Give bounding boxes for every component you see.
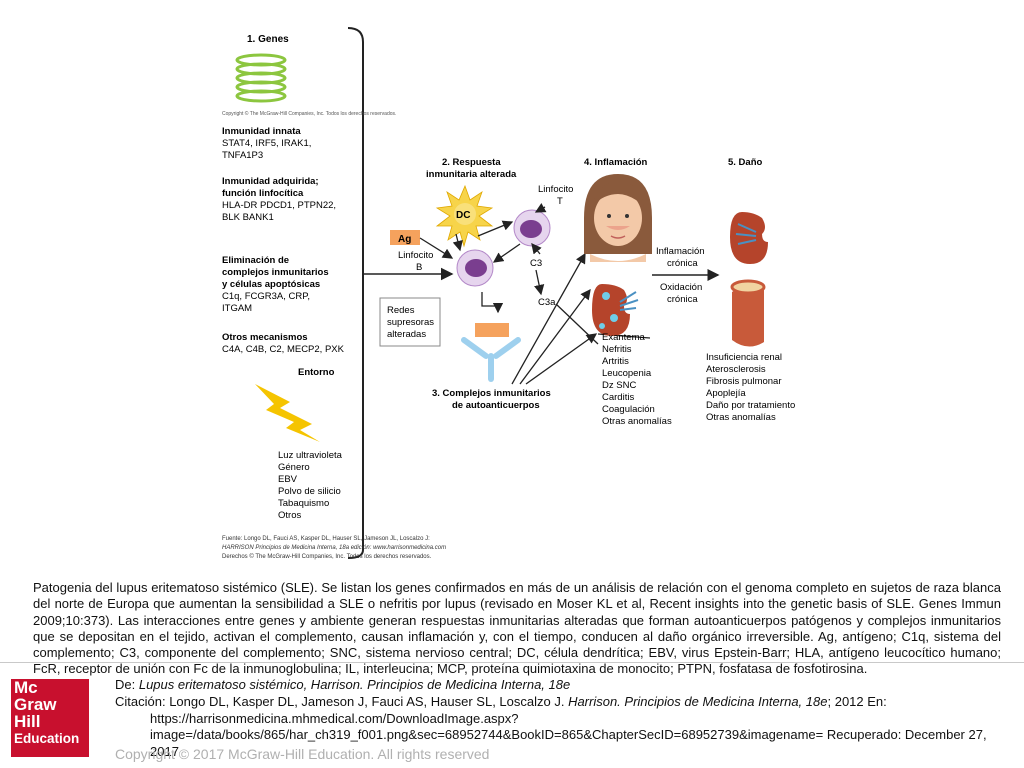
genes-bracket [347, 27, 364, 559]
inflammation-item: Coagulación [602, 404, 655, 415]
complexes-title: de autoanticuerpos [452, 400, 540, 411]
adaptive-title: función linfocítica [222, 188, 304, 199]
artery-icon [730, 279, 766, 347]
copyright-notice: Copyright © 2017 McGraw-Hill Education. … [115, 746, 490, 762]
inflammation-item: Leucopenia [602, 368, 652, 379]
divider [0, 662, 1024, 663]
suppressor-label: supresoras [387, 317, 434, 328]
innate-gene-line: TNFA1P3 [222, 150, 263, 161]
citation-from-title: Lupus eritematoso sistémico, Harrison. P… [138, 677, 571, 692]
chronic-inflammation-label: Inflamación [656, 246, 705, 257]
c3a-label: C3a [538, 297, 556, 308]
t-cell-icon [513, 209, 551, 247]
antigen-label: Ag [398, 234, 411, 245]
citation-authors: Citación: Longo DL, Kasper DL, Jameson J… [115, 694, 569, 709]
citation-url[interactable]: https://harrisonmedicina.mhmedical.com/D… [150, 710, 987, 759]
clearance-gene-line: C1q, FCGR3A, CRP, [222, 291, 310, 302]
environment-item: Género [278, 462, 310, 473]
innate-title: Inmunidad innata [222, 126, 301, 137]
environment-item: EBV [278, 474, 298, 485]
logo-line: Graw [14, 695, 57, 714]
adaptive-gene-line: HLA-DR PDCD1, PTPN22, [222, 200, 336, 211]
adaptive-gene-line: BLK BANK1 [222, 212, 274, 223]
response-title: inmunitaria alterada [426, 169, 517, 180]
other-genes: C4A, C4B, C2, MECP2, PXK [222, 344, 345, 355]
inflamed-kidney-icon [592, 284, 639, 336]
logo-line: Mc [14, 678, 38, 697]
response-arrows [419, 203, 547, 314]
other-title: Otros mecanismos [222, 332, 308, 343]
environment-item: Polvo de silicio [278, 486, 341, 497]
citation-year: ; 2012 En: [827, 694, 887, 709]
damage-title: 5. Daño [728, 157, 763, 168]
c3-label: C3 [530, 258, 542, 269]
environment-item: Otros [278, 510, 301, 521]
adaptive-title: Inmunidad adquirida; [222, 176, 319, 187]
clearance-title: Eliminación de [222, 255, 289, 266]
b-cell-icon [456, 249, 494, 287]
damage-item: Insuficiencia renal [706, 352, 782, 363]
damage-item: Fibrosis pulmonar [706, 376, 782, 387]
damaged-kidney-icon [730, 212, 768, 264]
t-cell-label: T [557, 196, 563, 207]
citation-from: De: Lupus eritematoso sistémico, Harriso… [115, 677, 571, 692]
inflammation-item: Otras anomalías [602, 416, 672, 427]
inflammation-item: Carditis [602, 392, 634, 403]
dendritic-cell-icon [435, 184, 494, 248]
figure-source-line: Fuente: Longo DL, Fauci AS, Kasper DL, H… [222, 536, 430, 542]
damage-item: Apoplejía [706, 388, 746, 399]
antibody-icon [461, 337, 521, 382]
gene-coil-icon [235, 53, 287, 103]
genes-title: 1. Genes [247, 34, 289, 45]
suppressor-networks-box [379, 297, 441, 347]
logo-line: Education [14, 731, 80, 746]
chronic-inflammation-label: crónica [667, 258, 698, 269]
mcgraw-hill-logo: Mc Graw Hill Education [11, 679, 89, 757]
inflammation-item: Dz SNC [602, 380, 636, 391]
damage-item: Otras anomalías [706, 412, 776, 423]
response-title: 2. Respuesta [442, 157, 501, 168]
figure-copyright: Copyright © The McGraw-Hill Companies, I… [222, 110, 396, 117]
citation: Citación: Longo DL, Kasper DL, Jameson J… [115, 694, 1015, 760]
antigen-block [475, 323, 509, 337]
inflammation-item: Exantema [602, 332, 645, 343]
b-cell-label: Linfocito [398, 250, 433, 261]
dc-label: DC [456, 210, 470, 221]
figure-caption: Patogenia del lupus eritematoso sistémic… [33, 580, 1001, 677]
citation-book: Harrison. Principios de Medicina Interna… [568, 694, 828, 709]
damage-item: Aterosclerosis [706, 364, 766, 375]
clearance-title: complejos inmunitarios [222, 267, 329, 278]
damage-item: Daño por tratamiento [706, 400, 795, 411]
environment-title: Entorno [298, 367, 335, 378]
environment-item: Tabaquismo [278, 498, 329, 509]
suppressor-label: Redes [387, 305, 415, 316]
t-cell-label: Linfocito [538, 184, 573, 195]
chronic-oxidation-label: Oxidación [660, 282, 702, 293]
lightning-icon [255, 384, 320, 442]
innate-gene-line: STAT4, IRF5, IRAK1, [222, 138, 311, 149]
inflammation-item: Artritis [602, 356, 629, 367]
environment-item: Luz ultravioleta [278, 450, 343, 461]
figure-source-line: HARRISON Principios de Medicina Interna,… [222, 545, 446, 551]
complexes-title: 3. Complejos inmunitarios [432, 388, 551, 399]
antigen-box [390, 230, 420, 245]
clearance-title: y células apoptósicas [222, 279, 320, 290]
chronic-oxidation-label: crónica [667, 294, 698, 305]
figure-source-line: Derechos © The McGraw-Hill Companies, In… [222, 553, 432, 560]
clearance-gene-line: ITGAM [222, 303, 252, 314]
patient-face-icon [584, 174, 652, 262]
b-cell-label: B [416, 262, 422, 273]
pathogenesis-diagram: 1. Genes Inmunidad innata STAT4, IRF5, I… [222, 27, 795, 560]
inflammation-item: Nefritis [602, 344, 632, 355]
logo-line: Hill [14, 712, 41, 731]
inflammation-title: 4. Inflamación [584, 157, 648, 168]
suppressor-label: alteradas [387, 329, 426, 340]
